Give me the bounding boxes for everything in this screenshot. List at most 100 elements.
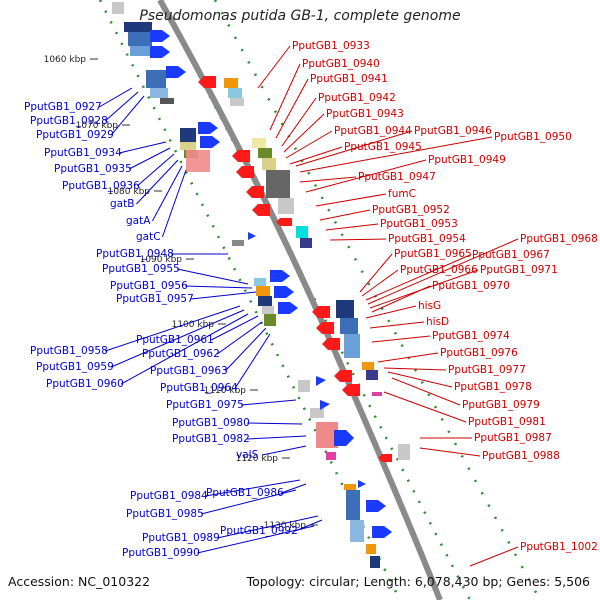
leader-line [110,95,145,136]
gene-label[interactable]: PputGB1_0987 [474,432,552,444]
gene-label[interactable]: PputGB1_0979 [462,399,540,411]
gene-label[interactable]: PputGB1_0933 [292,40,370,52]
gene-labels: PputGB1_0927PputGB1_0928PputGB1_0929Pput… [24,40,598,559]
leader-line [191,291,257,300]
leader-line [119,141,167,154]
gene-label[interactable]: PputGB1_0963 [150,365,228,377]
leader-line [120,313,249,385]
leader-line [136,153,175,187]
gene-label[interactable]: PputGB1_0970 [432,280,510,292]
gene-label[interactable]: PputGB1_0960 [46,378,124,390]
gene-label[interactable]: PputGB1_0966 [400,264,478,276]
leader-line [325,223,379,231]
gene-label[interactable]: PputGB1_0990 [122,547,200,559]
leader-line [247,435,307,440]
gene-label[interactable]: PputGB1_0942 [318,92,396,104]
gene-label[interactable]: PputGB1_0961 [136,334,214,346]
gene-label[interactable]: PputGB1_0964 [160,382,238,394]
gene-label[interactable]: PputGB1_0946 [414,125,492,137]
gene-label[interactable]: PputGB1_0947 [358,171,436,183]
gene-label[interactable]: PputGB1_0971 [480,264,558,276]
leader-line [217,515,319,539]
gene-label[interactable]: PputGB1_0935 [54,163,132,175]
gene-label[interactable]: PputGB1_0989 [142,532,220,544]
leader-line [361,269,399,297]
gene-label[interactable]: PputGB1_0976 [440,347,518,359]
leader-line [377,352,439,363]
gene-label[interactable]: PputGB1_0957 [116,293,194,305]
gene-label[interactable]: PputGB1_1002 [520,541,598,553]
gene-label[interactable]: hisG [418,300,441,312]
gene-label[interactable]: PputGB1_0945 [344,141,422,153]
gene-label[interactable]: PputGB1_0934 [44,147,122,159]
gene-label[interactable]: PputGB1_0981 [468,416,546,428]
gene-label[interactable]: PputGB1_0952 [372,204,450,216]
accession-text: Accession: NC_010322 [8,574,151,589]
gene-label[interactable]: PputGB1_0978 [454,381,532,393]
gene-label[interactable]: PputGB1_0928 [30,115,108,127]
gene-label[interactable]: gatC [136,231,161,243]
leader-line [369,321,425,329]
kbp-label: 1130 kbp [264,521,307,531]
gene-label[interactable]: PputGB1_0985 [126,508,204,520]
gene-label[interactable]: PputGB1_0936 [62,180,140,192]
gene-label[interactable]: PputGB1_0965 [394,248,472,260]
leader-line [281,97,317,147]
gene-label[interactable]: PputGB1_0982 [172,433,250,445]
leader-line [365,254,471,301]
gene-label[interactable]: PputGB1_0955 [102,263,180,275]
gene-label[interactable]: valS [236,449,259,461]
gene-label[interactable]: PputGB1_0980 [172,417,250,429]
gene-label[interactable]: PputGB1_0929 [36,129,114,141]
gene-label[interactable]: fumC [388,188,416,200]
gene-label[interactable]: PputGB1_0954 [388,233,466,245]
leader-line [315,193,387,207]
gene-label[interactable]: PputGB1_0941 [310,73,388,85]
gene-label[interactable]: PputGB1_0958 [30,345,108,357]
leader-line [383,367,447,371]
gene-label[interactable]: PputGB1_0986 [206,487,284,499]
forward-arrows [150,30,392,538]
gene-label[interactable]: PputGB1_0977 [448,364,526,376]
gene-label[interactable]: PputGB1_0975 [166,399,244,411]
gene-label[interactable]: PputGB1_0940 [302,58,380,70]
gene-label[interactable]: PputGB1_0944 [334,125,412,137]
gene-label[interactable]: gatB [110,198,134,210]
gene-label[interactable]: PputGB1_0956 [110,280,188,292]
gene-label[interactable]: PputGB1_0949 [428,154,506,166]
leader-line [299,176,357,183]
gene-label[interactable]: PputGB1_0984 [130,490,208,502]
gene-label[interactable]: PputGB1_0962 [142,348,220,360]
leader-line [329,238,387,241]
leader-line [224,327,267,372]
leader-line [359,253,393,293]
gene-label[interactable]: PputGB1_0927 [24,101,102,113]
gene-label[interactable]: PputGB1_0959 [36,361,114,373]
leader-line [305,159,427,193]
leader-line [275,78,309,139]
leader-line [98,87,133,108]
gene-label[interactable]: PputGB1_0988 [482,450,560,462]
gene-label[interactable]: PputGB1_0992 [220,525,298,537]
gene-label[interactable]: PputGB1_0948 [96,248,174,260]
leader-line [201,489,297,515]
gene-label[interactable]: PputGB1_0968 [520,233,598,245]
forward-strand-genes [112,2,380,568]
gene-label[interactable]: PputGB1_0953 [380,218,458,230]
gene-label[interactable]: gatA [126,215,151,227]
leader-line [285,130,333,159]
leader-line [105,305,241,352]
leader-line [383,391,467,423]
leader-line [197,525,315,554]
leader-line [241,399,297,406]
gene-label[interactable]: PputGB1_0974 [432,330,510,342]
kbp-label: 1100 kbp [172,320,215,330]
leader-line [269,63,301,131]
gene-label[interactable]: hisD [426,316,449,328]
leader-line [281,483,307,494]
gene-label[interactable]: PputGB1_0943 [326,108,404,120]
gene-label[interactable]: PputGB1_0967 [472,249,550,261]
gene-label[interactable]: PputGB1_0950 [494,131,572,143]
